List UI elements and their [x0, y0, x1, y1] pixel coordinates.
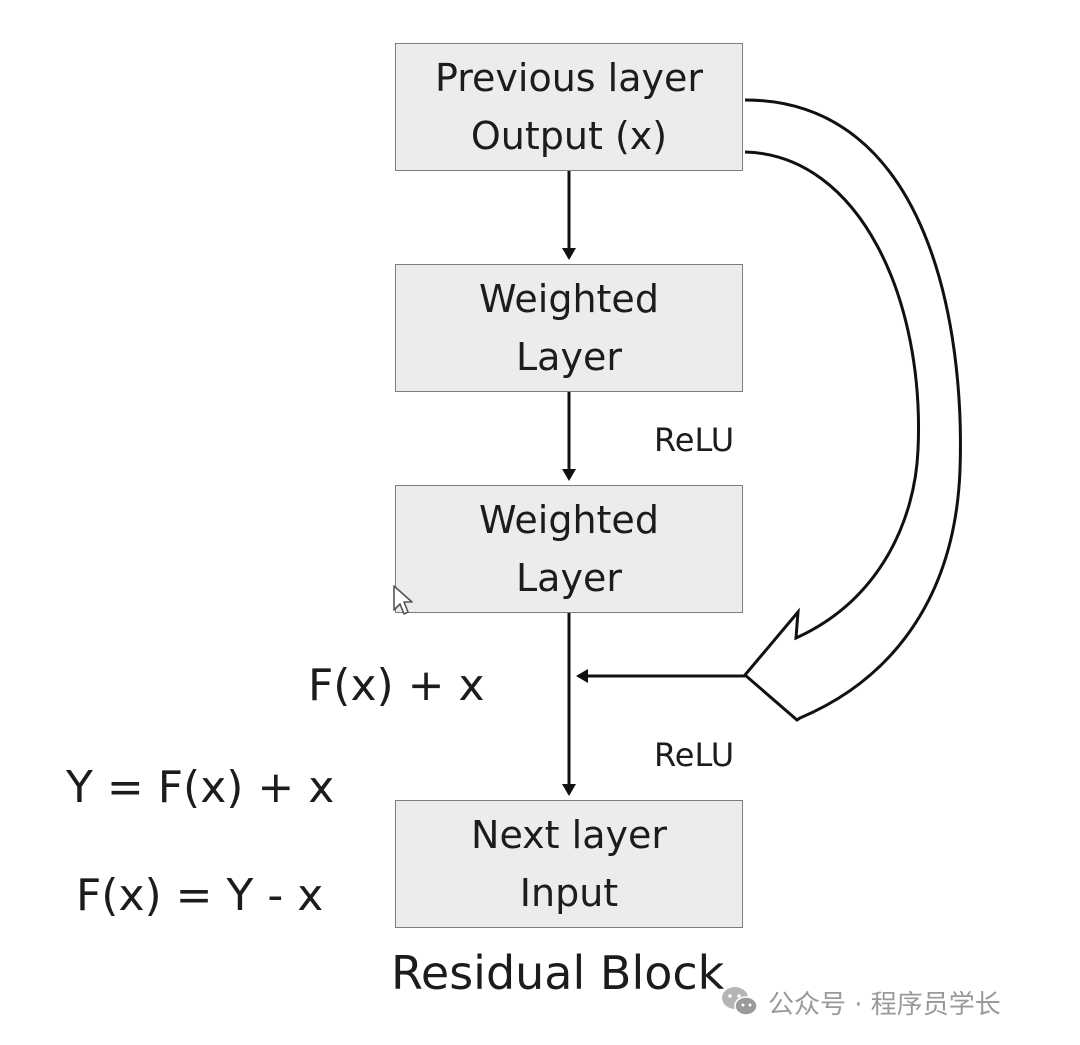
equation-output: Y = F(x) + x [66, 762, 335, 813]
wechat-icon [722, 987, 758, 1016]
equation-residual: F(x) = Y - x [76, 870, 324, 921]
previous-layer-output-box: Previous layer Output (x) [395, 43, 743, 171]
relu-label-1: ReLU [654, 421, 735, 459]
next-layer-line2: Input [519, 871, 619, 915]
next-layer-input-box: Next layer Input [395, 800, 743, 928]
relu-label-2: ReLU [654, 736, 735, 774]
next-layer-line1: Next layer [471, 813, 667, 857]
previous-layer-line1: Previous layer [434, 56, 703, 100]
watermark-text: 公众号 · 程序员学长 [768, 989, 1001, 1020]
mouse-cursor-icon [393, 585, 413, 615]
watermark: 公众号 · 程序员学长 [720, 982, 1001, 1022]
weighted-layer-1-line1: Weighted [479, 277, 659, 321]
weighted-layer-1-line2: Layer [516, 335, 622, 379]
sum-label: F(x) + x [308, 660, 485, 711]
weighted-layer-box-1: Weighted Layer [395, 264, 743, 392]
weighted-layer-2-line1: Weighted [479, 498, 659, 542]
weighted-layer-2-line2: Layer [516, 556, 622, 600]
diagram-caption: Residual Block [391, 946, 725, 1000]
skip-connection-arrow [742, 98, 962, 722]
weighted-layer-box-2: Weighted Layer [395, 485, 743, 613]
previous-layer-line2: Output (x) [470, 114, 668, 158]
